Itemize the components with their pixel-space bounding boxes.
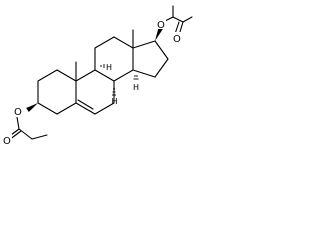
h-c14-label: H — [133, 83, 139, 92]
atom-o-ester-bottom: O — [14, 107, 22, 118]
atom-o-ester-top: O — [157, 20, 165, 31]
ring-a — [37, 69, 77, 115]
ester-group-bottom: O O — [2, 106, 48, 147]
wedge-c3-o — [26, 103, 38, 112]
h-c8-label: H — [112, 97, 118, 106]
ring-d — [132, 40, 169, 78]
ester-group-top: O O — [156, 5, 193, 45]
atom-o-carbonyl-bottom: O — [3, 136, 11, 147]
stereo-hydrogens: H H H — [100, 63, 139, 106]
double-bond-c5-c6 — [77, 99, 94, 110]
ring-c — [94, 36, 134, 82]
atom-o-carbonyl-top: O — [173, 34, 181, 45]
ring-b — [75, 69, 115, 115]
molecule-structure: H H H O O O O — [2, 5, 193, 147]
wedge-c17-o — [155, 26, 164, 41]
h-c9-label: H — [106, 63, 112, 72]
